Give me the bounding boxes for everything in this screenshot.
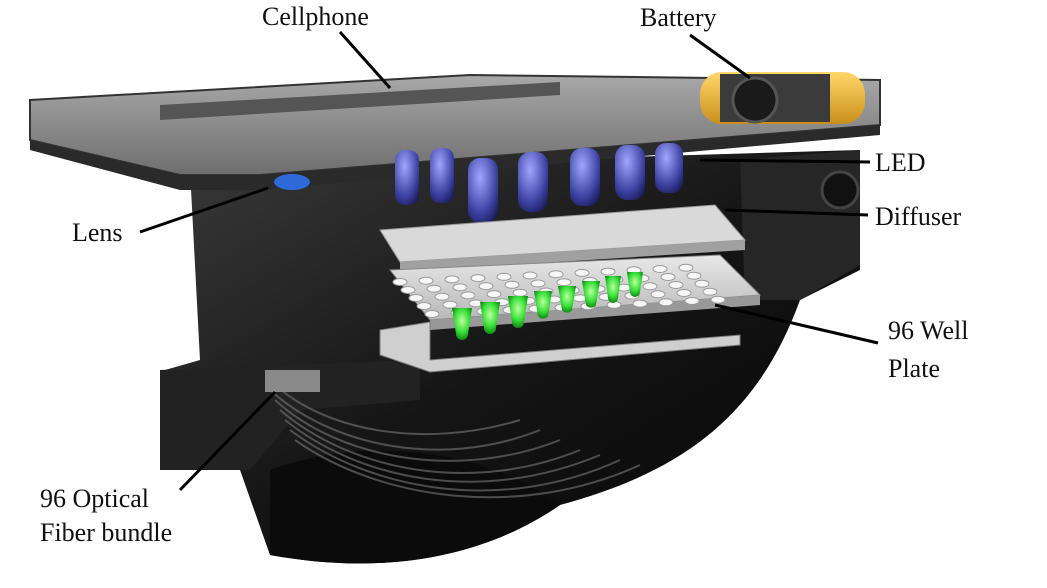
well-hole bbox=[392, 278, 408, 286]
well-hole bbox=[642, 282, 658, 291]
diffuser-label: Diffuser bbox=[875, 202, 962, 231]
cellphone-label: Cellphone bbox=[262, 2, 369, 31]
well-hole bbox=[478, 282, 494, 291]
well-hole bbox=[684, 297, 700, 305]
well-hole bbox=[426, 284, 442, 293]
well-hole bbox=[702, 287, 718, 296]
well-hole bbox=[632, 299, 648, 308]
well-plate-label-line1: 96 Well bbox=[888, 316, 969, 345]
fiber-bundle-pointer bbox=[178, 390, 277, 492]
well-hole bbox=[694, 279, 710, 288]
lens-label: Lens bbox=[72, 218, 123, 247]
well-hole bbox=[686, 271, 702, 280]
well-hole bbox=[530, 279, 546, 288]
cellphone bbox=[29, 73, 881, 190]
fiber-bundle-label-line1: 96 Optical bbox=[40, 484, 150, 513]
well-hole bbox=[424, 310, 440, 318]
fiber-bundle-label-line2: Fiber bundle bbox=[40, 518, 173, 547]
well-hole bbox=[652, 265, 668, 273]
well-plate-label-line2: Plate bbox=[888, 354, 940, 383]
well-hole bbox=[470, 274, 486, 283]
well-hole bbox=[418, 276, 434, 285]
well-hole bbox=[496, 272, 512, 281]
well-plate-pointer bbox=[714, 303, 879, 345]
battery-label: Battery bbox=[640, 3, 717, 32]
well-hole bbox=[512, 288, 528, 297]
well-hole bbox=[460, 291, 476, 300]
led-array bbox=[395, 143, 683, 223]
well-hole bbox=[710, 295, 726, 304]
well-hole bbox=[548, 270, 564, 279]
diffuser bbox=[379, 204, 747, 272]
callout-lines bbox=[139, 31, 879, 492]
well-hole bbox=[400, 286, 416, 294]
battery-pointer bbox=[689, 33, 751, 80]
well-hole bbox=[556, 278, 572, 287]
lens bbox=[274, 174, 310, 190]
lens-pointer bbox=[139, 186, 269, 234]
well-hole bbox=[668, 281, 684, 289]
well-hole bbox=[660, 273, 676, 281]
well-hole bbox=[504, 280, 520, 289]
fiber-bundle-face bbox=[265, 370, 320, 392]
well-hole bbox=[574, 268, 590, 277]
well-hole bbox=[678, 263, 694, 272]
led-pointer bbox=[699, 158, 871, 164]
well-hole bbox=[658, 298, 674, 307]
well-hole bbox=[676, 289, 692, 297]
optical-fiber-bundle bbox=[269, 379, 641, 499]
well-hole bbox=[444, 275, 460, 284]
battery bbox=[700, 72, 865, 124]
fluorescent-wells bbox=[452, 272, 643, 340]
led-label: LED bbox=[875, 148, 926, 177]
well-hole bbox=[434, 292, 450, 301]
well-hole bbox=[408, 294, 424, 302]
well-hole bbox=[522, 271, 538, 280]
well-hole bbox=[442, 300, 458, 309]
well-hole bbox=[486, 290, 502, 299]
cellphone-pointer bbox=[338, 31, 392, 89]
well-hole bbox=[650, 290, 666, 299]
diffuser-pointer bbox=[724, 208, 869, 217]
well-hole bbox=[416, 302, 432, 310]
well-hole bbox=[600, 267, 616, 276]
well-hole bbox=[452, 283, 468, 292]
